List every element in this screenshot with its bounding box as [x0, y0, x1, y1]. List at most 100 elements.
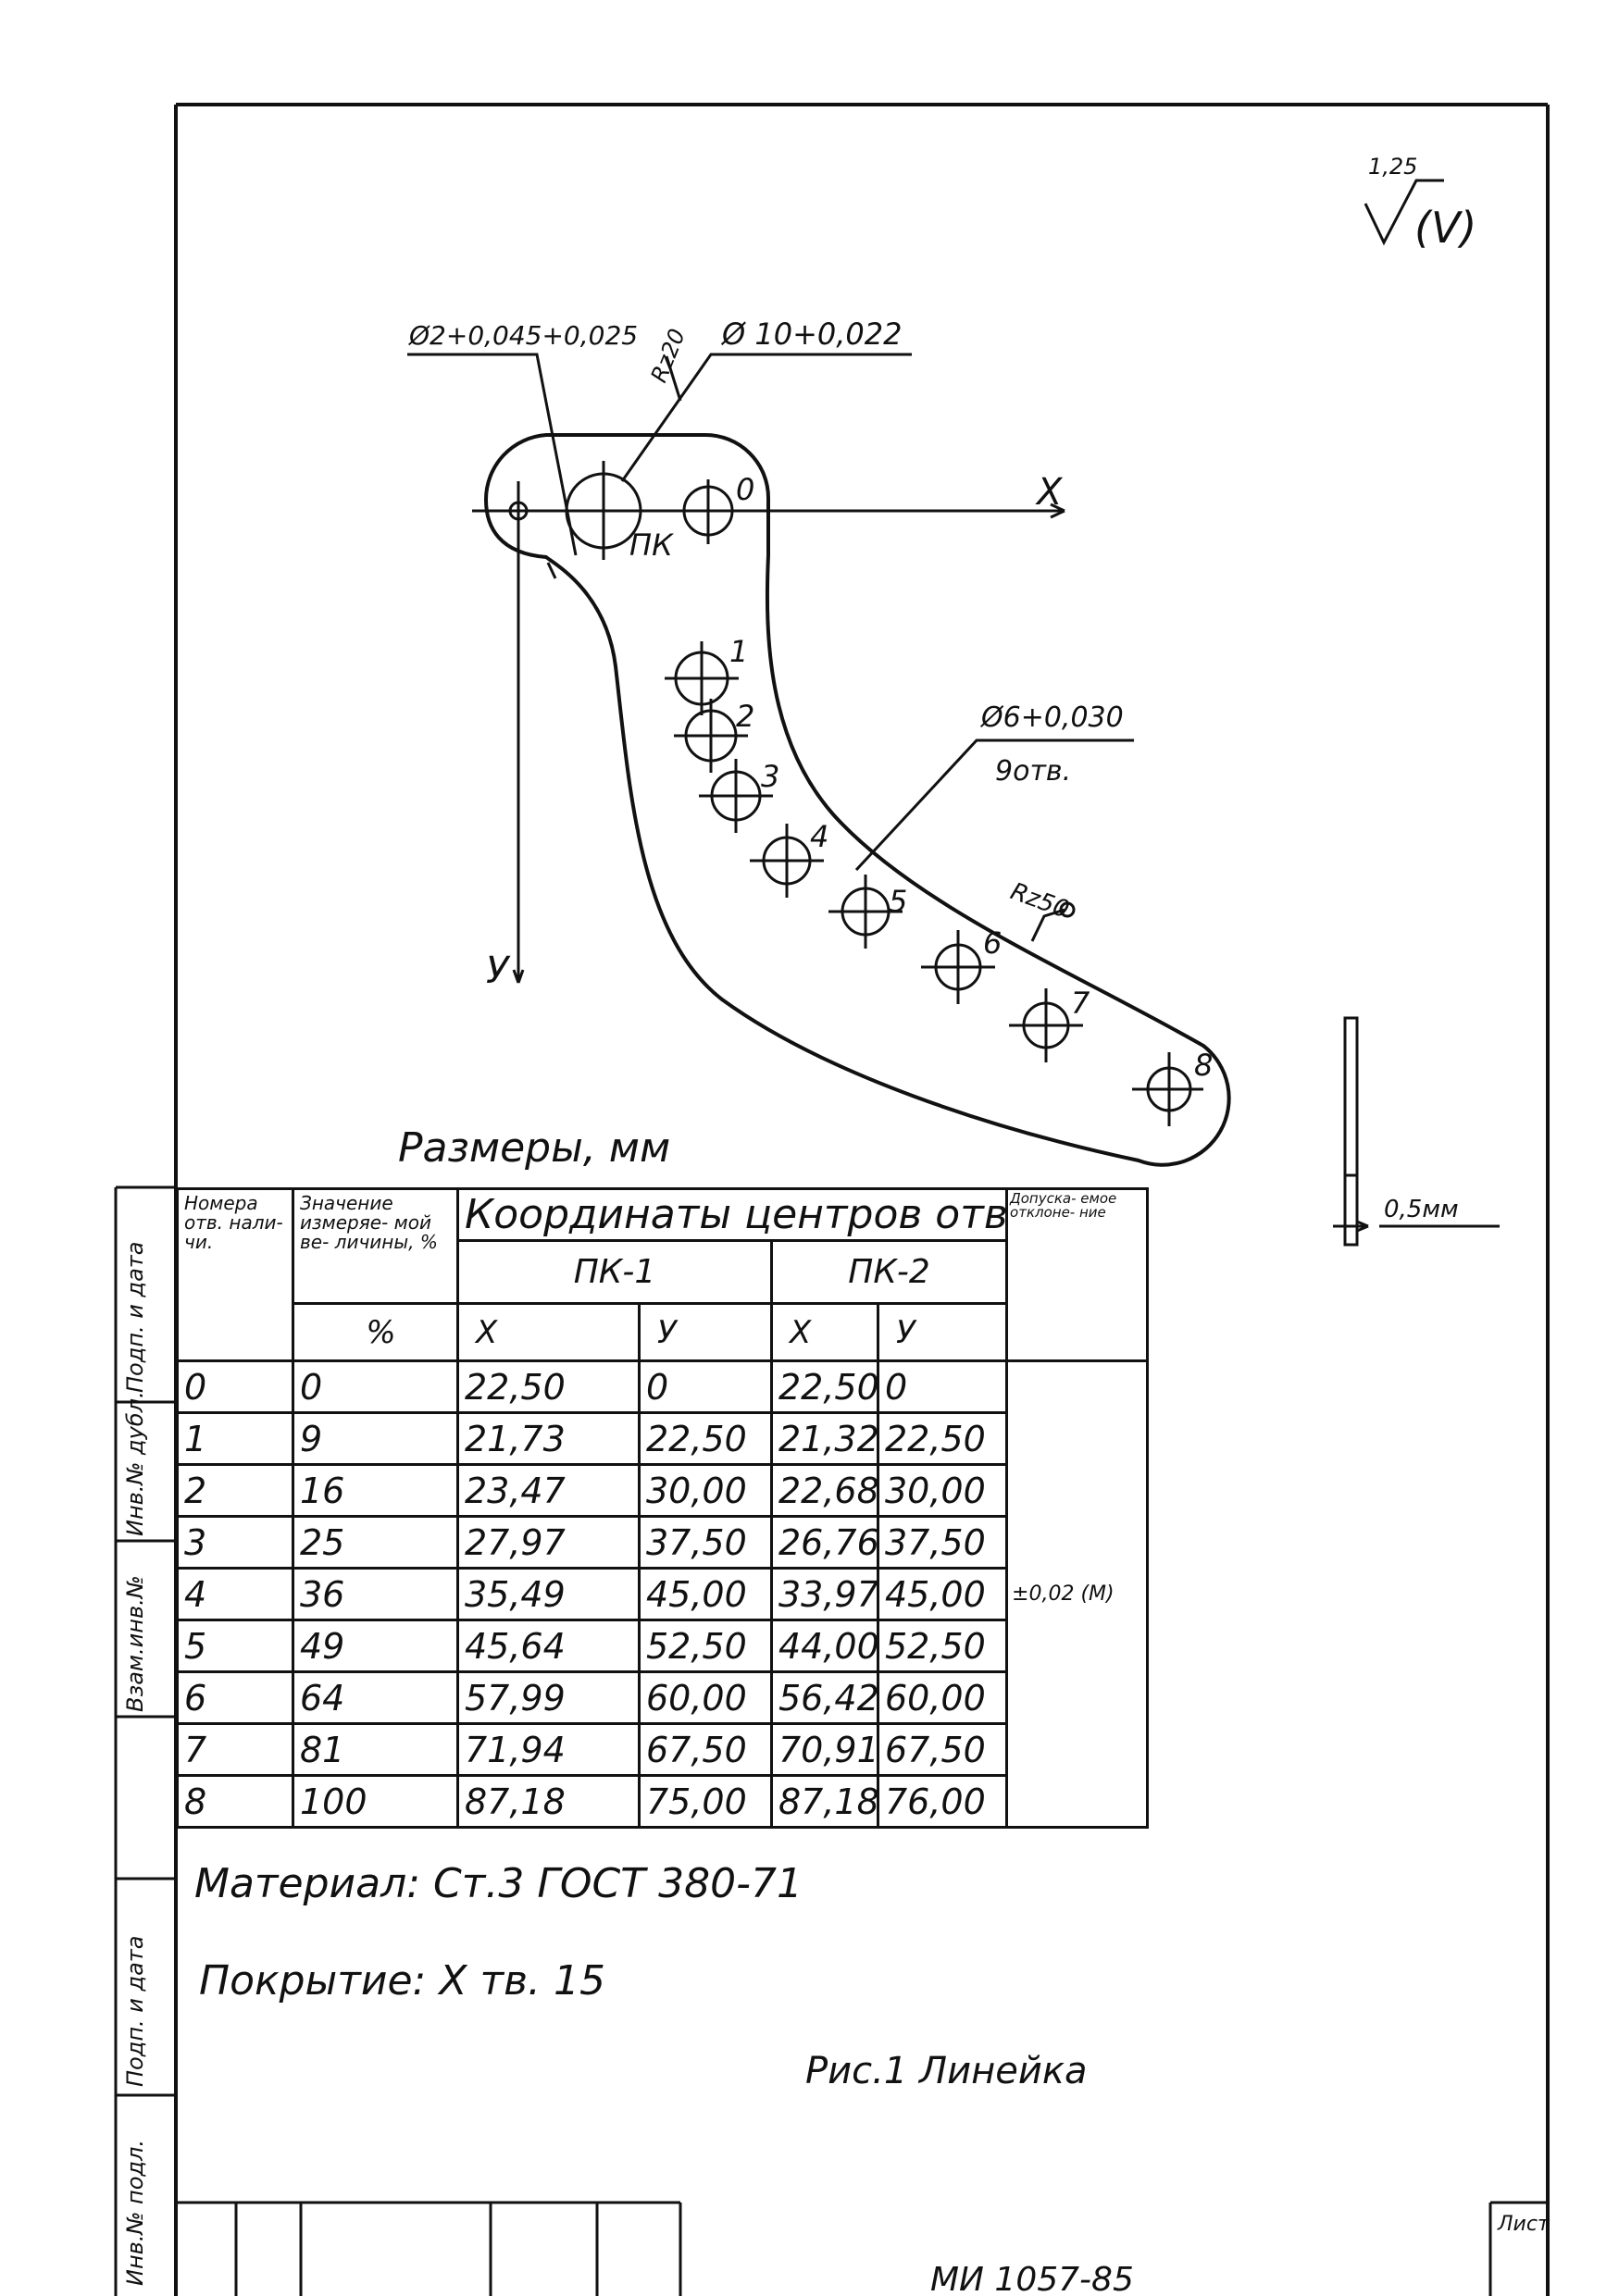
- cell-pk2-y: 52,50: [876, 1619, 1009, 1673]
- hole-label-3: 3: [761, 759, 779, 794]
- cell-num: 8: [176, 1774, 294, 1829]
- table-row: 6 64 57,99 60,00 56,42 60,00: [176, 1670, 1148, 1725]
- frame: [114, 103, 1550, 2296]
- axis-y-label: У: [486, 949, 511, 992]
- cell-num: 4: [176, 1567, 294, 1621]
- cell-num: 0: [176, 1359, 294, 1414]
- cell-pk2-x: 22,68: [770, 1463, 879, 1518]
- callout-holes: Ø6+0,030: [979, 701, 1124, 734]
- part-outline: [483, 433, 1231, 1167]
- cell-num: 2: [176, 1463, 294, 1518]
- stamp-inv-podl: Инв.№ подл.: [122, 2140, 148, 2286]
- cell-pk1-y: 52,50: [638, 1619, 773, 1673]
- cell-pk1-y: 30,00: [638, 1463, 773, 1518]
- cell-pk1-x: 27,97: [456, 1515, 641, 1570]
- cell-value: 36: [292, 1567, 459, 1621]
- cell-pk2-y: 60,00: [876, 1670, 1009, 1725]
- cell-pk1-y: 0: [638, 1359, 773, 1414]
- callout-rz50: Rz50: [1007, 877, 1073, 924]
- cell-pk2-x: 21,32: [770, 1411, 879, 1466]
- hole-label-8: 8: [1194, 1048, 1213, 1083]
- stamp-inv-dubl: Инв.№ дубл.: [122, 1391, 148, 1536]
- table-row: 5 49 45,64 52,50 44,00 52,50: [176, 1619, 1148, 1673]
- hole-label-6: 6: [983, 925, 1002, 961]
- stamp-vzam-inv: Взам.инв.№: [122, 1575, 148, 1712]
- hole-label-2: 2: [736, 699, 754, 734]
- cell-num: 3: [176, 1515, 294, 1570]
- leaders: [407, 353, 1500, 1233]
- cell-value: 64: [292, 1670, 459, 1725]
- cell-pk2-y: 37,50: [876, 1515, 1009, 1570]
- cell-pk1-x: 87,18: [456, 1774, 641, 1829]
- table-row: 4 36 35,49 45,00 33,97 45,00: [176, 1567, 1148, 1621]
- cell-pk1-x: 23,47: [456, 1463, 641, 1518]
- cell-pk2-y: 0: [876, 1359, 1009, 1414]
- cell-num: 1: [176, 1411, 294, 1466]
- cell-tolerance: ±0,02 (М): [1005, 1359, 1150, 1829]
- header-value: Значение измеряе- мой ве- личины, %: [292, 1187, 459, 1305]
- callout-pk: ПК: [629, 527, 674, 563]
- cell-pk1-x: 22,50: [456, 1359, 641, 1414]
- cell-value: 49: [292, 1619, 459, 1673]
- hole-label-4: 4: [810, 819, 828, 854]
- coating-note: Покрытие: Х тв. 15: [199, 1957, 606, 2004]
- dims-caption: Размеры, мм: [398, 1124, 670, 1172]
- cell-pk1-y: 22,50: [638, 1411, 773, 1466]
- cell-pk2-x: 44,00: [770, 1619, 879, 1673]
- header-hole-number: Номера отв. нали- чи.: [176, 1187, 294, 1362]
- table-row: 8 100 87,18 75,00 87,18 76,00: [176, 1774, 1148, 1829]
- table-row: 3 25 27,97 37,50 26,76 37,50: [176, 1515, 1148, 1570]
- cell-pk2-y: 45,00: [876, 1567, 1009, 1621]
- table-row: 0 0 22,50 0 22,50 0 ±0,02 (М): [176, 1359, 1150, 1829]
- cell-pk2-x: 70,91: [770, 1722, 879, 1777]
- roughness-value: 1,25: [1368, 154, 1417, 180]
- cell-num: 6: [176, 1670, 294, 1725]
- header-value-unit: %: [292, 1302, 459, 1362]
- header-coords: Координаты центров отв.: [455, 1187, 1009, 1242]
- stamp-podp-date-2: Подп. и дата: [122, 1241, 148, 1394]
- stamp-podp-date-1: Подп. и дата: [122, 1935, 148, 2088]
- cell-num: 5: [176, 1619, 294, 1673]
- holes: [508, 461, 1203, 1126]
- header-pk1-y: У: [638, 1302, 773, 1362]
- doc-code: МИ 1057-85: [930, 2261, 1134, 2296]
- axis-x-label: X: [1035, 471, 1064, 514]
- cell-pk1-x: 71,94: [456, 1722, 641, 1777]
- cell-pk2-x: 33,97: [770, 1567, 879, 1621]
- header-pk2-y: У: [876, 1302, 1009, 1362]
- hole-label-1: 1: [729, 634, 748, 669]
- coordinates-table: Номера отв. нали- чи. Значение измеряе- …: [176, 1187, 1150, 1829]
- cell-pk1-y: 75,00: [638, 1774, 773, 1829]
- cell-pk2-x: 56,42: [770, 1670, 879, 1725]
- cell-pk2-y: 67,50: [876, 1722, 1009, 1777]
- header-tolerance: Допуска- емое отклоне- ние: [1005, 1187, 1150, 1362]
- callout-rz20: Rz20: [646, 325, 691, 386]
- cell-pk2-y: 76,00: [876, 1774, 1009, 1829]
- side-view: [1343, 1016, 1359, 1247]
- cell-pk2-y: 22,50: [876, 1411, 1009, 1466]
- table-row: 7 81 71,94 67,50 70,91 67,50: [176, 1722, 1148, 1777]
- callout-small-hole: Ø2+0,045+0,025: [408, 320, 638, 351]
- cell-pk1-y: 60,00: [638, 1670, 773, 1725]
- header-pk2-x: Х: [770, 1302, 879, 1362]
- cell-pk1-x: 57,99: [456, 1670, 641, 1725]
- cell-value: 81: [292, 1722, 459, 1777]
- header-pk1: ПК-1: [456, 1239, 773, 1305]
- cell-value: 16: [292, 1463, 459, 1518]
- table-row: 1 9 21,73 22,50 21,32 22,50: [176, 1411, 1148, 1466]
- cell-pk1-x: 45,64: [456, 1619, 641, 1673]
- cell-pk1-y: 45,00: [638, 1567, 773, 1621]
- cell-value: 25: [292, 1515, 459, 1570]
- figure-caption: Рис.1 Линейка: [805, 2050, 1088, 2092]
- table-row: 2 16 23,47 30,00 22,68 30,00: [176, 1463, 1148, 1518]
- callout-holes-count: 9отв.: [995, 755, 1071, 788]
- callout-big-hole: Ø 10+0,022: [720, 316, 903, 352]
- material-note: Материал: Ст.3 ГОСТ 380-71: [194, 1860, 803, 1907]
- cell-pk2-x: 87,18: [770, 1774, 879, 1829]
- cell-value: 9: [292, 1411, 459, 1466]
- cell-pk2-x: 26,76: [770, 1515, 879, 1570]
- cell-pk1-y: 67,50: [638, 1722, 773, 1777]
- side-dim-label: 0,5мм: [1384, 1196, 1459, 1223]
- cell-num: 7: [176, 1722, 294, 1777]
